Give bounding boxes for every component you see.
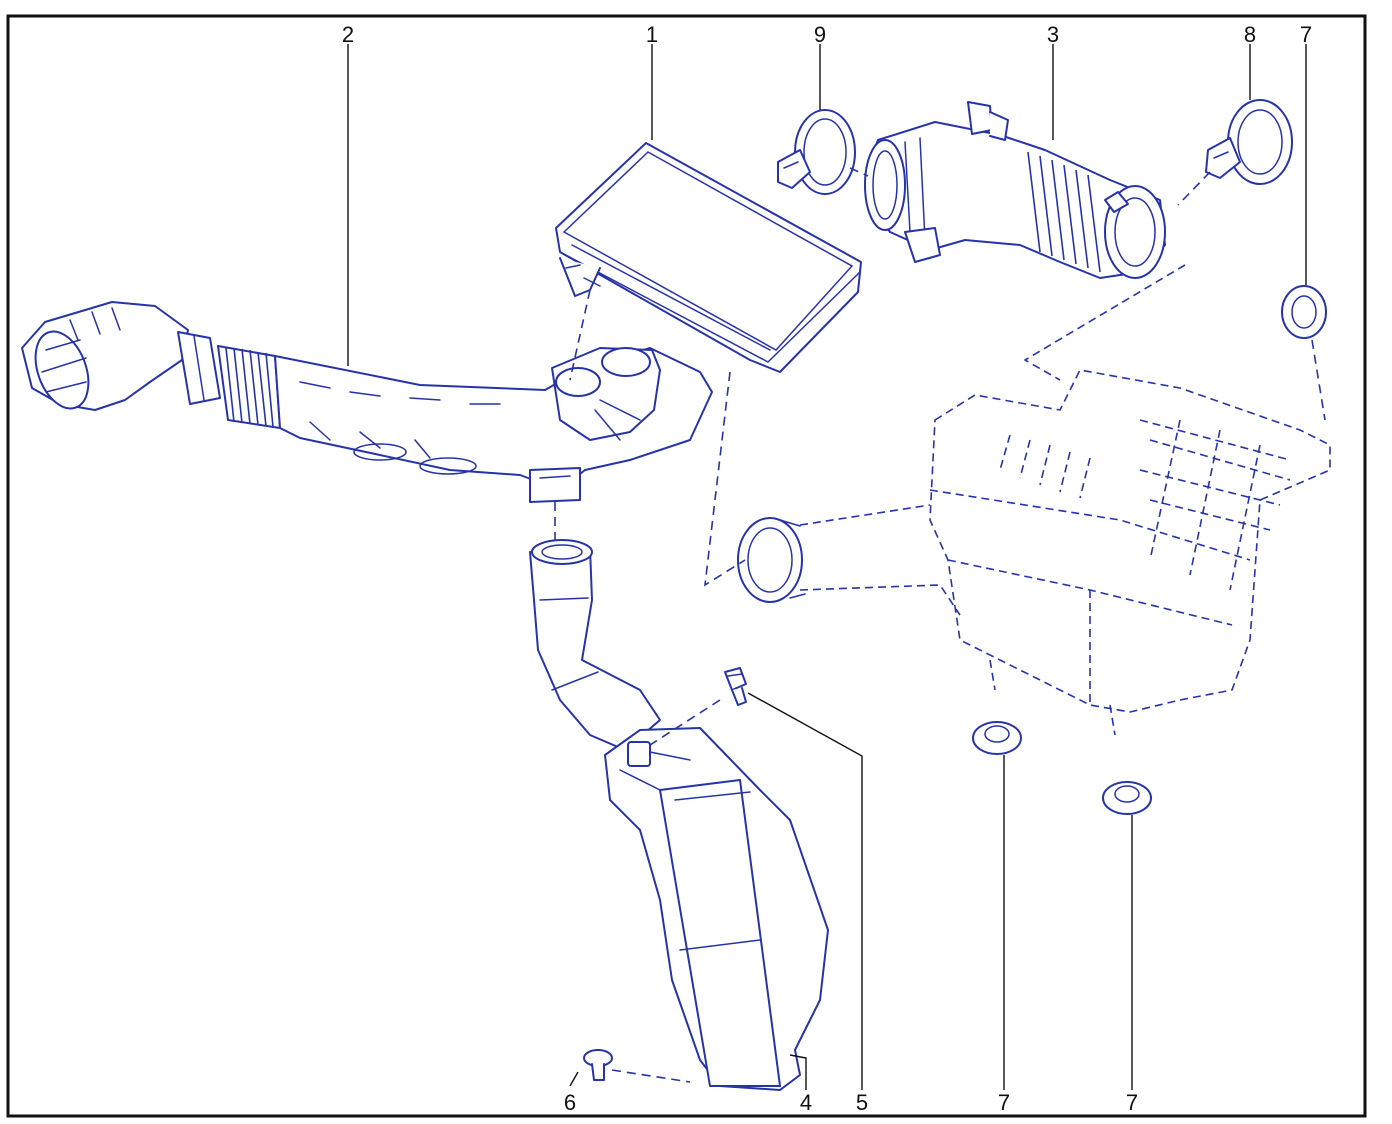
air-inlet-duct [21, 301, 713, 503]
push-pin [583, 1049, 613, 1081]
callout-2: 2 [342, 22, 354, 47]
grommet-right [1102, 781, 1152, 815]
callout-9: 9 [814, 22, 826, 47]
hose-clamp-8 [1205, 99, 1293, 185]
callout-7-top: 7 [1300, 22, 1312, 47]
callout-6: 6 [564, 1090, 576, 1115]
resonator [529, 539, 829, 1091]
assembly-lines [554, 167, 1326, 1083]
bolt [724, 667, 747, 706]
callout-7-right: 7 [1126, 1090, 1138, 1115]
air-outlet-duct [864, 101, 1166, 279]
housing-inlet-ring [737, 517, 806, 603]
callout-3: 3 [1047, 22, 1059, 47]
callout-5: 5 [856, 1090, 868, 1115]
grommet-top [1281, 285, 1327, 339]
callout-7-left: 7 [998, 1090, 1010, 1115]
hose-clamp-9 [777, 109, 856, 195]
air-cleaner-housing-outline [799, 264, 1331, 736]
callout-labels: 2 1 9 3 8 7 6 4 5 7 7 [342, 22, 1312, 1115]
grommet-left [972, 721, 1022, 755]
callout-8: 8 [1244, 22, 1256, 47]
callout-4: 4 [800, 1090, 812, 1115]
leader-lines [347, 44, 1307, 1090]
callout-1: 1 [646, 22, 658, 47]
air-filter-element [555, 142, 862, 373]
